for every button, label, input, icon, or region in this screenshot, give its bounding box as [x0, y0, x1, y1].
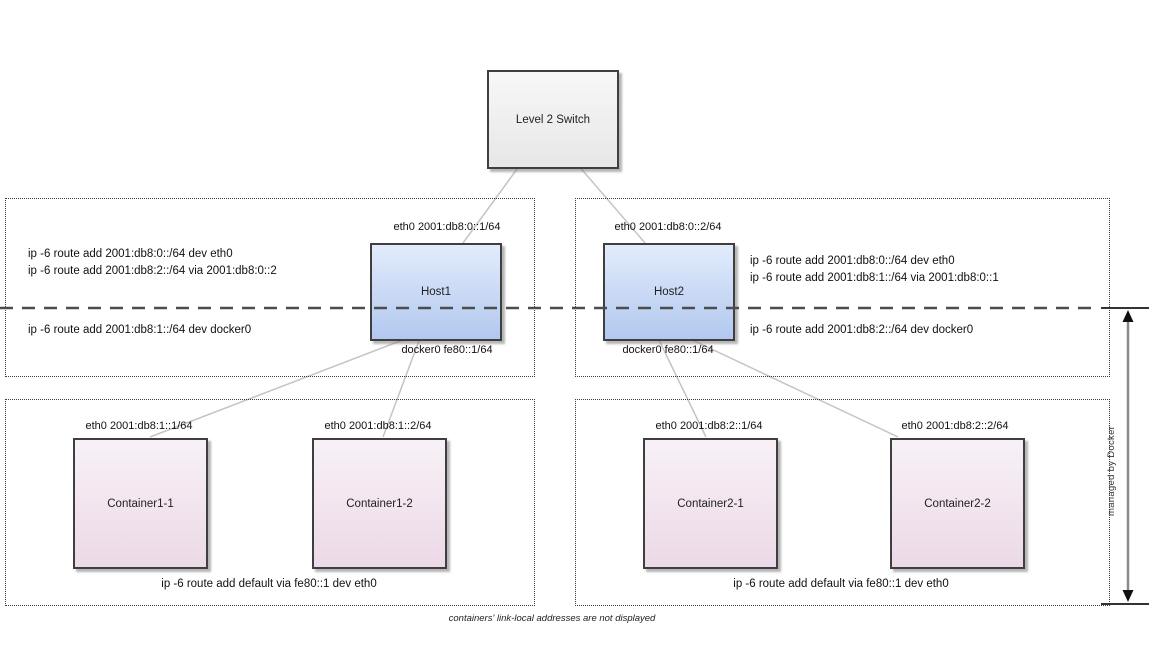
host2-label: Host2: [653, 286, 685, 298]
container2-2-label: Container2-2: [924, 497, 991, 510]
route-line: ip -6 route add 2001:db8:2::/64 via 2001…: [28, 265, 277, 277]
host1-routes-below: ip -6 route add 2001:db8:1::/64 dev dock…: [28, 322, 251, 339]
diagram-footnote: containers' link-local addresses are not…: [448, 613, 656, 624]
host2-docker0-label: docker0 fe80::1/64: [622, 344, 714, 356]
region-host2: [575, 198, 1110, 377]
host1-eth0-label: eth0 2001:db8:0::1/64: [393, 221, 501, 233]
container2-1-eth0-label: eth0 2001:db8:2::1/64: [655, 420, 763, 432]
route-line: ip -6 route add 2001:db8:0::/64 dev eth0: [750, 255, 955, 267]
container2-1-label: Container2-1: [677, 497, 744, 510]
default-route-right: ip -6 route add default via fe80::1 dev …: [733, 578, 949, 590]
container1-1-label: Container1-1: [107, 497, 174, 510]
region-containers-host2: [575, 399, 1110, 606]
host1-label: Host1: [420, 286, 452, 298]
container1-1-eth0-label: eth0 2001:db8:1::1/64: [85, 420, 193, 432]
region-containers-host1: [5, 399, 535, 606]
default-route-left: ip -6 route add default via fe80::1 dev …: [161, 578, 377, 590]
container1-2-label: Container1-2: [346, 497, 413, 510]
container1-1-node: Container1-1: [73, 438, 208, 569]
route-line: ip -6 route add 2001:db8:1::/64 dev dock…: [28, 324, 252, 336]
host2-routes-below: ip -6 route add 2001:db8:2::/64 dev dock…: [750, 322, 973, 339]
host2-node: Host2: [603, 243, 735, 341]
arrow-up-head: [1122, 310, 1134, 322]
host2-eth0-label: eth0 2001:db8:0::2/64: [614, 221, 722, 233]
managed-by-docker-label: managed by Docker: [1106, 425, 1117, 516]
host1-docker0-label: docker0 fe80::1/64: [401, 344, 493, 356]
route-line: ip -6 route add 2001:db8:0::/64 dev eth0: [28, 248, 233, 260]
route-line: ip -6 route add 2001:db8:2::/64 dev dock…: [750, 324, 974, 336]
container2-1-node: Container2-1: [643, 438, 778, 569]
container2-2-node: Container2-2: [890, 438, 1025, 569]
arrow-down-head: [1122, 590, 1134, 602]
host1-routes-above: ip -6 route add 2001:db8:0::/64 dev eth0…: [28, 246, 277, 280]
level2-switch-label: Level 2 Switch: [515, 113, 591, 126]
container1-2-node: Container1-2: [312, 438, 447, 569]
route-line: ip -6 route add 2001:db8:1::/64 via 2001…: [750, 272, 999, 284]
level2-switch-node: Level 2 Switch: [487, 70, 619, 169]
container2-2-eth0-label: eth0 2001:db8:2::2/64: [901, 420, 1009, 432]
host1-node: Host1: [370, 243, 502, 341]
container1-2-eth0-label: eth0 2001:db8:1::2/64: [324, 420, 432, 432]
host2-routes-above: ip -6 route add 2001:db8:0::/64 dev eth0…: [750, 253, 999, 287]
region-host1: [5, 198, 535, 377]
